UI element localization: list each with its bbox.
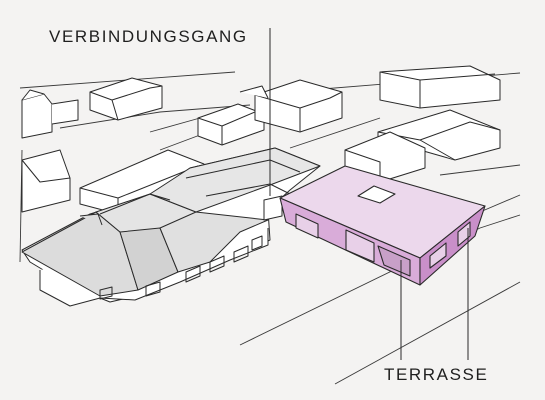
street-line <box>289 117 381 149</box>
street-line <box>334 281 521 385</box>
label-connecting-corridor: VERBINDUNGSGANG <box>49 27 248 46</box>
context-house <box>197 103 265 146</box>
existing-building <box>21 147 321 307</box>
window <box>429 242 447 269</box>
context-house <box>239 79 343 133</box>
roof-ridge-line <box>99 193 171 215</box>
window <box>457 221 471 247</box>
new-building <box>279 165 486 286</box>
window <box>295 213 319 239</box>
context-house <box>21 149 71 213</box>
street-line <box>439 164 521 176</box>
window <box>185 265 201 283</box>
window <box>209 255 225 273</box>
roof-eave <box>79 213 103 226</box>
street-line <box>59 104 251 129</box>
leader-lines <box>269 28 469 360</box>
street-line <box>149 117 201 133</box>
street-line <box>239 214 521 346</box>
context-house <box>89 77 163 121</box>
facade-openings <box>295 213 471 277</box>
connecting-corridor <box>263 195 283 221</box>
context-house <box>379 65 501 109</box>
street-lines <box>19 71 521 385</box>
street-line <box>479 194 521 213</box>
window <box>233 245 249 263</box>
window <box>251 235 263 251</box>
window-row <box>99 235 263 300</box>
context-buildings <box>21 65 501 215</box>
label-terrace: TERRASSE <box>384 365 489 384</box>
roof-skylight <box>357 185 396 204</box>
window <box>345 229 375 263</box>
terrace-opening <box>377 245 411 277</box>
context-house <box>21 89 79 139</box>
roof-corridor <box>149 147 321 213</box>
window <box>99 286 113 300</box>
street-line <box>159 134 201 151</box>
window <box>145 281 161 297</box>
